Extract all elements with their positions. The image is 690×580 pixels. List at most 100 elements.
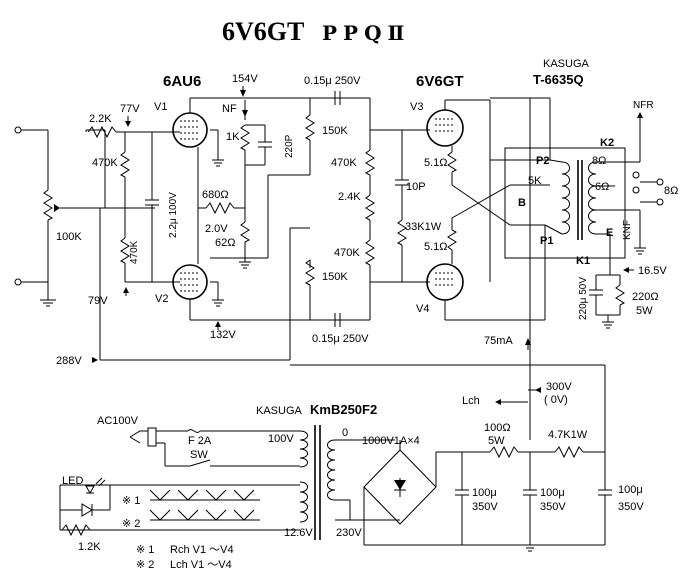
output-cathode-bias (589, 267, 634, 329)
knf-label: KNF (622, 220, 633, 240)
tube-v1 (172, 98, 224, 167)
legend-1-key: ※ 1 (136, 544, 154, 556)
ot-p1-label: P1 (540, 235, 553, 247)
power-transformer-maker: KASUGA (256, 405, 303, 417)
filter-cap-1-label: 100μ (472, 487, 497, 499)
power-transformer-core (299, 425, 400, 540)
ac-input-label: AC100V (97, 415, 139, 427)
nf-resistor-label: 1K (226, 131, 240, 143)
nf-cap-label: 220P (284, 134, 295, 158)
coupling-caps (210, 91, 341, 360)
ot-6ohm-tap-label: 6Ω (595, 181, 609, 193)
diagram-title-suffix: PPQⅡ (322, 21, 410, 45)
lch-label: Lch (462, 395, 480, 407)
coupling-cap-top-label: 0.15μ 250V (304, 75, 361, 87)
output-transformer-model: T-6635Q (533, 72, 584, 87)
diode-label: 1000V1A×4 (362, 435, 420, 447)
ot-b-label: B (518, 197, 526, 209)
bias-resistor-label: 2.4K (338, 191, 361, 203)
grid-resistors (100, 132, 180, 283)
heater-group-2-mark: ※ 2 (122, 518, 140, 530)
filter-resistor-100-label: 100Ω (484, 422, 511, 434)
input-section (14, 125, 180, 307)
bias-voltage-label: 16.5V (638, 265, 667, 277)
legend-2-key: ※ 2 (136, 559, 154, 571)
speaker-output-label: 8Ω (664, 185, 678, 197)
diagram-title: 6V6GT (222, 17, 304, 46)
v2-grid-voltage: 79V (88, 295, 108, 307)
filter-network (455, 445, 612, 552)
driver-plate-voltage-bottom: 132V (210, 329, 236, 341)
nf-label: NF (222, 103, 237, 115)
output-current-label: 75mA (484, 335, 513, 347)
grid-resistor-label-bottom: 470K (129, 240, 140, 264)
bias-resistor-220-watt: 5W (636, 305, 653, 317)
bplus-0v-label: ( 0V) (544, 394, 568, 406)
bias-cap-label: 220μ 50V (578, 277, 589, 320)
tube-v4-label: V4 (416, 303, 429, 315)
screen-resistor-label: 33K1W (405, 221, 442, 233)
bplus-288-label: 288V (56, 355, 82, 367)
bridge-rectifier (363, 440, 605, 546)
fuse-label: F 2A (188, 435, 212, 447)
plate-resistor-bottom-label: 150K (322, 271, 348, 283)
tube-v2 (172, 258, 224, 320)
filter-resistor-47k-label: 4.7K1W (548, 429, 588, 441)
led-resistor-label: 1.2K (78, 541, 101, 553)
legend-2-value: Lch V1 ～V4 (170, 559, 232, 571)
plate-resistor-top-label: 150K (322, 125, 348, 137)
switch-label: SW (190, 449, 208, 461)
ot-p2-label: P2 (536, 155, 549, 167)
v1-grid-voltage: 77V (120, 103, 140, 115)
legend-1-value: Rch V1 ～V4 (170, 544, 234, 556)
output-grid-chain (340, 97, 430, 320)
filter-cap-3-label: 100μ (618, 484, 643, 496)
coupling-cap-bottom-label: 0.15μ 250V (312, 333, 369, 345)
filter-cap-3-voltage: 350V (618, 501, 644, 513)
grid-resistor-label-top: 470K (92, 157, 118, 169)
nfr-label: NFR (633, 100, 654, 111)
tube-v1-label: V1 (154, 101, 167, 113)
grid-resistor-label-470k-d: 470K (334, 247, 360, 259)
ot-e-label: E (606, 227, 613, 239)
heater-voltage-label: 12.6V (284, 527, 313, 539)
b-plus-rails (92, 98, 606, 490)
driver-plate-voltage-top: 154V (232, 73, 258, 85)
led-label: LED (62, 475, 83, 487)
secondary-zero-label: 0 (342, 427, 348, 439)
filter-resistor-100-watt: 5W (488, 435, 505, 447)
primary-voltage-label: 100V (268, 433, 294, 445)
bplus-300-label: 300V (546, 381, 572, 393)
cathode-voltage: 2.0V (205, 223, 228, 235)
screen-resistor-bottom-label: 5.1Ω (424, 241, 448, 253)
ac-input (129, 427, 300, 467)
ot-k2-label: K2 (600, 137, 614, 149)
driver-plate-supply (190, 86, 370, 321)
tube-v4 (426, 218, 545, 321)
cross-cap-label: 10P (406, 181, 426, 193)
ot-k1-label: K1 (576, 255, 590, 267)
cathode-resistor-680-label: 680Ω (202, 189, 229, 201)
bias-resistor-220-label: 220Ω (632, 291, 659, 303)
output-transformer-maker: KASUGA (543, 58, 590, 70)
ot-8ohm-tap-label: 8Ω (592, 155, 606, 167)
volume-pot-label: 100K (56, 231, 82, 243)
filter-cap-2-voltage: 350V (540, 501, 566, 513)
output-transformer (490, 97, 664, 320)
coupling-cap-label: 2.2μ 100V (168, 192, 179, 238)
screen-resistor-top-label: 5.1Ω (424, 157, 448, 169)
cross-wiring (451, 159, 550, 226)
input-resistor-label: 2.2K (89, 113, 112, 125)
filter-cap-2-label: 100μ (540, 487, 565, 499)
grid-resistor-label-470k-c: 470K (331, 157, 357, 169)
cathode-resistor-62-label: 62Ω (215, 237, 235, 249)
driver-tube-type: 6AU6 (163, 73, 201, 90)
secondary-230-label: 230V (336, 527, 362, 539)
tube-v3-label: V3 (410, 101, 423, 113)
filter-cap-1-voltage: 350V (472, 501, 498, 513)
ot-tap-label: 5K (528, 175, 542, 187)
power-transformer-model: KmB250F2 (310, 402, 377, 417)
tube-v3 (426, 99, 491, 282)
heater-wiring (59, 477, 300, 537)
